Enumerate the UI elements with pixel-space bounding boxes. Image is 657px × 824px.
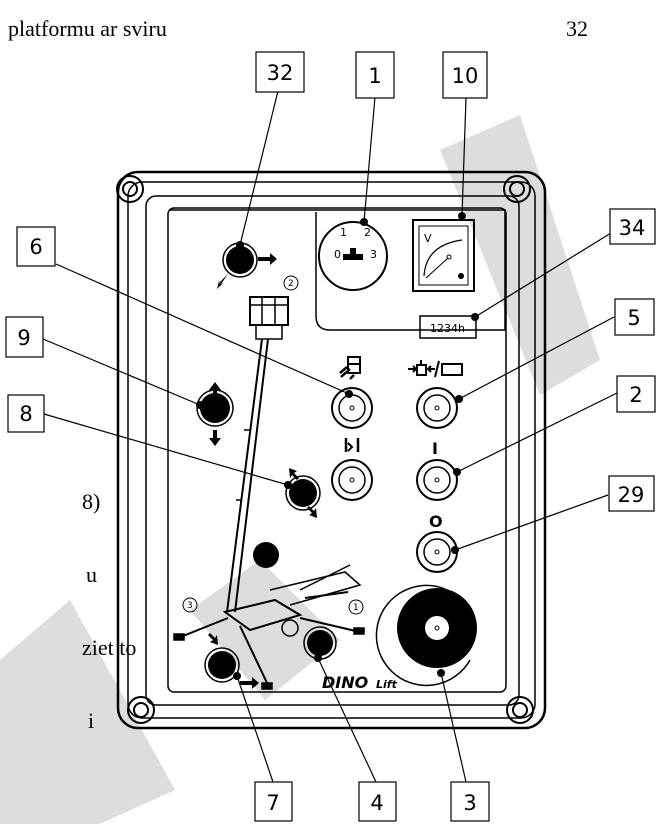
callout-8: 8 — [19, 402, 32, 426]
screw-top-left-icon — [116, 175, 144, 203]
watermark — [0, 115, 600, 824]
selector-label-1: 1 — [340, 226, 347, 239]
callout-29: 29 — [618, 483, 645, 507]
callout-2: 2 — [629, 383, 642, 407]
selector-label-0: 0 — [334, 248, 341, 261]
brand-logo: DINO Lift — [322, 673, 398, 692]
voltmeter: V — [412, 219, 475, 292]
callout-9: 9 — [17, 326, 30, 350]
arrow-down-right-icon — [307, 506, 317, 518]
arrow-down-icon — [209, 430, 221, 446]
selector-label-2: 2 — [364, 226, 371, 239]
svg-text:1: 1 — [353, 603, 359, 613]
joystick-9[interactable] — [196, 382, 234, 446]
machine-marker-1: 1 — [348, 599, 364, 615]
hour-counter: 1234h — [419, 315, 477, 339]
emergency-stop-button[interactable] — [375, 584, 477, 687]
machine-marker-3: 3 — [182, 597, 198, 613]
panel-housing — [116, 170, 547, 730]
brand-lift: Lift — [376, 678, 398, 691]
arrow-down-left-icon — [217, 274, 228, 289]
arrow-right-icon — [240, 677, 259, 689]
callout-5: 5 — [627, 306, 640, 330]
callout-4: 4 — [370, 791, 383, 815]
corner-screws — [116, 175, 534, 724]
power-on-symbol: I — [432, 439, 438, 458]
power-off-symbol: O — [429, 512, 443, 531]
header-text: platformu ar sviru — [8, 16, 167, 41]
callout-32: 32 — [267, 61, 294, 85]
joystick-32[interactable] — [217, 242, 277, 289]
callout-7: 7 — [266, 791, 279, 815]
callout-3: 3 — [463, 791, 476, 815]
svg-text:2: 2 — [288, 279, 294, 289]
screw-top-right-icon — [503, 175, 531, 203]
arrow-up-icon — [209, 382, 221, 398]
button-4[interactable] — [303, 626, 337, 660]
screw-bottom-right-icon — [506, 696, 534, 724]
voltmeter-label: V — [424, 232, 432, 245]
button-5[interactable] — [408, 360, 463, 429]
charging-battery-icon — [408, 360, 463, 378]
arrow-up-left-icon — [208, 633, 218, 645]
side-fragment-2: u — [86, 562, 97, 587]
button-29-off[interactable]: O — [416, 512, 458, 573]
arrow-right-icon — [258, 253, 277, 265]
callout-dots — [196, 212, 479, 680]
svg-text:3: 3 — [187, 601, 193, 611]
side-fragment-1: 8) — [82, 489, 100, 514]
boom-lower-icon — [339, 356, 361, 380]
screw-bottom-left-icon — [127, 696, 155, 724]
joystick-7[interactable] — [204, 633, 259, 689]
callout-34: 34 — [619, 216, 646, 240]
callout-1: 1 — [368, 64, 381, 88]
brand-dino: DINO — [322, 673, 369, 692]
side-fragment-4: i — [88, 708, 94, 733]
callout-leaders — [42, 90, 618, 783]
key-selector-switch[interactable]: 0 1 2 3 — [318, 221, 388, 291]
callout-boxes — [5, 51, 656, 822]
selector-label-3: 3 — [370, 248, 377, 261]
arrow-up-left-icon — [289, 468, 299, 480]
callout-6: 6 — [29, 235, 42, 259]
indicator-black — [253, 542, 279, 568]
callout-10: 10 — [452, 64, 479, 88]
boom-lift-illustration — [173, 296, 365, 690]
button-travel[interactable] — [331, 438, 373, 501]
button-2-on[interactable]: I — [416, 439, 458, 501]
machine-marker-2: 2 — [283, 275, 299, 291]
joystick-8[interactable] — [285, 468, 321, 518]
stabilizer-icon — [344, 438, 360, 452]
page-number: 32 — [566, 16, 588, 41]
hour-counter-value: 1234h — [430, 322, 465, 335]
